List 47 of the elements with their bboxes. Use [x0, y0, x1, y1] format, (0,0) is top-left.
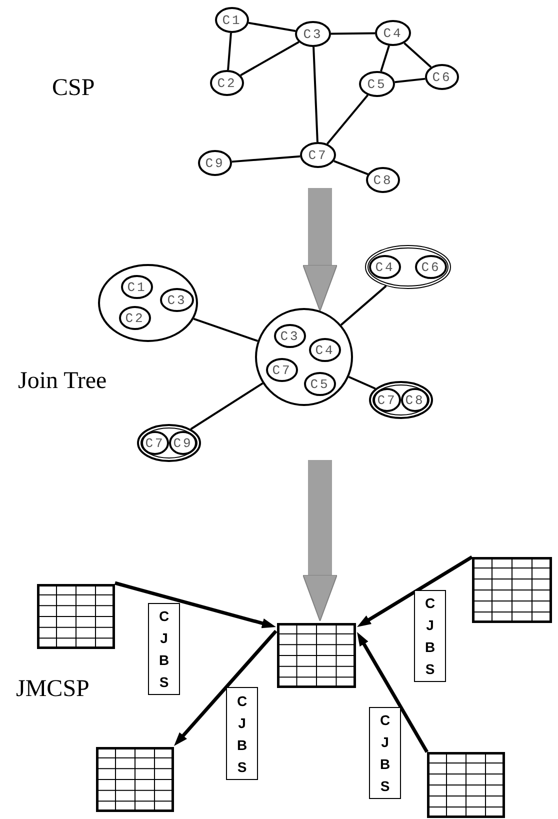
table-drawing: [427, 752, 505, 818]
cluster-ellipse: [137, 424, 201, 462]
variable-node: C1: [215, 7, 249, 33]
variable-node: C8: [366, 167, 400, 193]
arrow: [174, 630, 278, 746]
connector-line: [340, 285, 387, 326]
edge-label: C J B S: [148, 603, 180, 695]
connector-line: [190, 382, 264, 430]
edge-label: C J B S: [414, 590, 446, 682]
table-drawing: [472, 557, 552, 623]
edge-label: C J B S: [226, 687, 258, 780]
variable-node: C3: [295, 21, 331, 47]
variable-node: C6: [425, 64, 459, 90]
table-drawing: [276, 622, 356, 688]
connector-line: [330, 32, 376, 35]
connector-line: [312, 46, 318, 142]
connector-line: [227, 32, 232, 70]
table-drawing: [37, 584, 115, 648]
block-arrow: [302, 188, 338, 312]
connector-line: [193, 318, 258, 342]
variable-node: C9: [198, 150, 232, 176]
variable-node: C7: [300, 142, 336, 168]
arrow: [357, 632, 429, 753]
connector-line: [348, 376, 376, 390]
cluster-ellipse: [369, 381, 433, 419]
section-title: JMCSP: [16, 676, 90, 703]
arrow: [114, 581, 276, 628]
table-drawing: [96, 746, 174, 812]
variable-node: C2: [210, 70, 244, 96]
variable-node: C5: [359, 71, 395, 97]
connector-line: [326, 94, 368, 144]
edge-label: C J B S: [369, 707, 401, 799]
connector-line: [232, 155, 300, 163]
section-title: CSP: [52, 75, 95, 102]
section-title: Join Tree: [18, 368, 107, 395]
cluster-ellipse: [98, 264, 198, 342]
arrow: [357, 556, 473, 627]
connector-line: [394, 78, 426, 84]
connector-line: [334, 160, 368, 176]
cluster-ellipse: [365, 245, 451, 289]
connector-line: [404, 42, 432, 68]
variable-node: C4: [375, 20, 411, 46]
connector-line: [240, 41, 300, 76]
cluster-ellipse: [255, 308, 353, 406]
block-arrow: [302, 460, 338, 622]
connector-line: [380, 45, 390, 72]
connector-line: [248, 22, 296, 32]
